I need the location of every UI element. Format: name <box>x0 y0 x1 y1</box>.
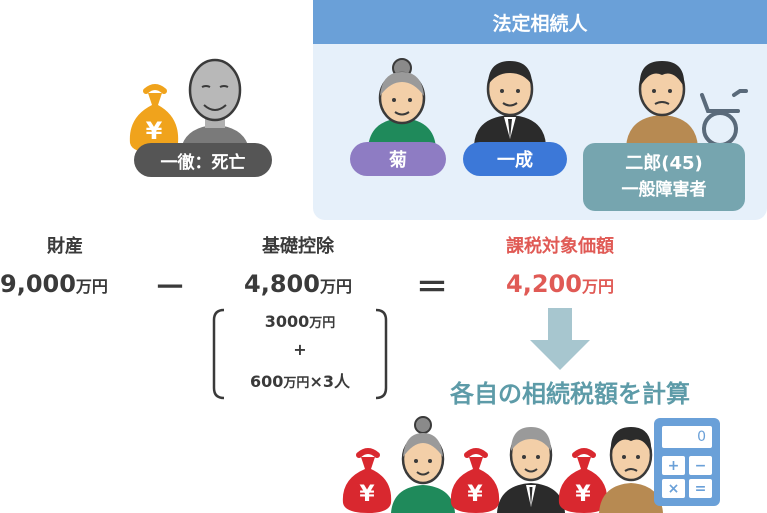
taxable-unit: 万円 <box>581 277 614 296</box>
grandfather-icon <box>180 58 250 155</box>
deduction-amount: 4,800万円 <box>218 270 378 298</box>
breakdown-line1: 3000万円 <box>218 312 382 331</box>
disabled-son-icon <box>599 427 663 513</box>
down-arrow-icon <box>530 308 590 370</box>
wife-icon <box>368 58 436 148</box>
heirs-panel-title: 法定相続人 <box>313 0 767 44</box>
assets-unit: 万円 <box>75 277 108 296</box>
heir-pill-kiku: 菊 <box>350 142 446 176</box>
heir-name-jiro: 二郎(45) <box>625 153 703 174</box>
wheelchair-icon <box>700 89 748 147</box>
deduction-unit: 万円 <box>319 277 352 296</box>
breakdown-line1-unit: 万円 <box>309 316 336 331</box>
breakdown-line2-value: 600 <box>250 372 284 391</box>
equals-sign: ＝ <box>415 268 448 306</box>
taxable-amount: 4,200万円 <box>480 270 640 298</box>
deceased-label: 一徹：死亡 <box>134 143 272 177</box>
svg-text:¥: ¥ <box>359 482 375 507</box>
result-heading: 各自の相続税額を計算 <box>450 380 690 408</box>
taxable-value: 4,200 <box>506 270 582 298</box>
money-bag-icon: ¥ <box>129 84 179 153</box>
breakdown-line2: 600万円×3人 <box>218 368 382 392</box>
calculator-display: 0 <box>662 426 712 448</box>
plus-key-icon: + <box>662 456 685 475</box>
calculator-icon: 0 + − × = <box>654 418 720 506</box>
svg-text:¥: ¥ <box>575 482 591 507</box>
assets-label: 財産 <box>47 236 83 257</box>
breakdown-line2-unit: 万円 <box>283 376 310 391</box>
money-bag-icon: ¥ <box>450 448 500 513</box>
multiply-key-icon: × <box>662 479 685 498</box>
disabled-son-icon <box>626 61 748 147</box>
heir-pill-jiro: 二郎(45) 一般障害者 <box>583 143 745 211</box>
deduction-label: 基礎控除 <box>262 236 334 257</box>
breakdown-line1-value: 3000 <box>264 312 310 331</box>
breakdown-bracket <box>212 308 388 400</box>
equals-key-icon: = <box>689 479 712 498</box>
heir-pill-kazunari: 一成 <box>463 142 567 176</box>
deceased-illustration: ¥ <box>129 58 250 155</box>
breakdown-line2-suffix: ×3人 <box>309 372 350 391</box>
minus-sign: － <box>153 268 186 306</box>
money-bag-icon: ¥ <box>342 448 392 513</box>
breakdown-plus: + <box>293 340 307 359</box>
money-bag-icon: ¥ <box>558 448 608 513</box>
deduction-value: 4,800 <box>244 270 320 298</box>
minus-key-icon: − <box>689 456 712 475</box>
assets-value: 9,000 <box>0 270 76 298</box>
taxable-label: 課税対象価額 <box>506 236 614 257</box>
svg-text:¥: ¥ <box>467 482 483 507</box>
son-icon <box>497 427 565 513</box>
heir-note-jiro: 一般障害者 <box>621 180 707 200</box>
heirs-with-money-bags: ¥ ¥ ¥ <box>342 416 663 513</box>
assets-amount: 9,000万円 <box>0 270 140 298</box>
son-icon <box>474 61 546 145</box>
wife-icon <box>391 416 455 513</box>
svg-text:¥: ¥ <box>146 117 163 145</box>
